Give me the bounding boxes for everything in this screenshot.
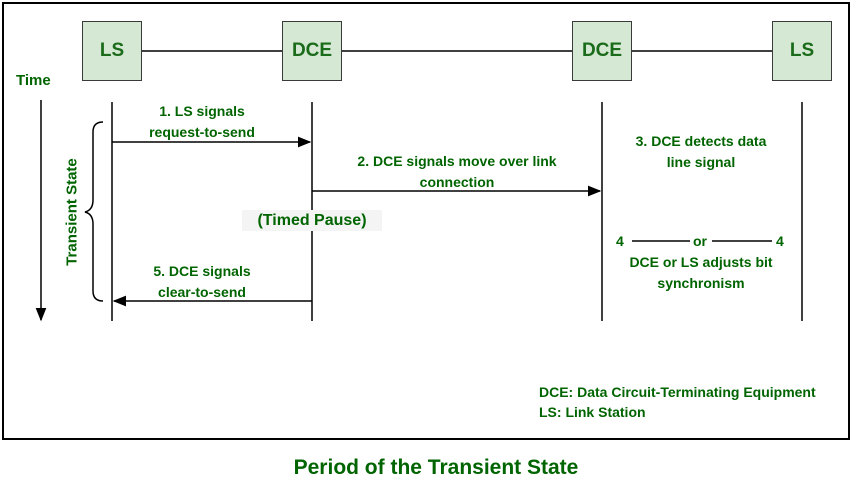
step5-label: 5. DCE signals clear-to-send (132, 261, 272, 303)
step1-line1: 1. LS signals (159, 103, 245, 119)
node-dce-left: DCE (282, 21, 342, 81)
step5-line2: clear-to-send (158, 284, 246, 300)
legend-ls: LS: Link Station (539, 404, 646, 420)
legend: DCE: Data Circuit-Terminating Equipment … (539, 382, 816, 422)
step4-or: or (693, 233, 707, 249)
transient-brace (84, 121, 104, 302)
step4-right-number: 4 (776, 233, 784, 249)
step4-left-number: 4 (616, 233, 624, 249)
transient-state-label: Transient State (63, 158, 81, 266)
step3-label: 3. DCE detects data line signal (611, 131, 791, 173)
step3-line1: 3. DCE detects data (635, 133, 767, 149)
legend-dce: DCE: Data Circuit-Terminating Equipment (539, 384, 816, 400)
diagram-caption: Period of the Transient State (293, 456, 579, 479)
diagram-frame (2, 2, 850, 440)
time-label: Time (16, 72, 51, 89)
step4-line1: DCE or LS adjusts bit (629, 254, 773, 270)
step2-line1: 2. DCE signals move over link (357, 153, 557, 169)
step5-line1: 5. DCE signals (153, 263, 251, 279)
node-dce-right: DCE (572, 21, 632, 81)
node-ls-right: LS (772, 21, 832, 81)
timed-pause-label: (Timed Pause) (242, 210, 382, 231)
step1-label: 1. LS signals request-to-send (132, 101, 272, 143)
node-ls-left: LS (82, 21, 142, 81)
step2-label: 2. DCE signals move over link connection (332, 151, 582, 193)
step1-line2: request-to-send (149, 124, 255, 140)
step3-line2: line signal (666, 154, 736, 170)
step4-label: DCE or LS adjusts bit synchronism (611, 252, 791, 294)
step2-line2: connection (419, 174, 495, 190)
step4-line2: synchronism (657, 275, 745, 291)
